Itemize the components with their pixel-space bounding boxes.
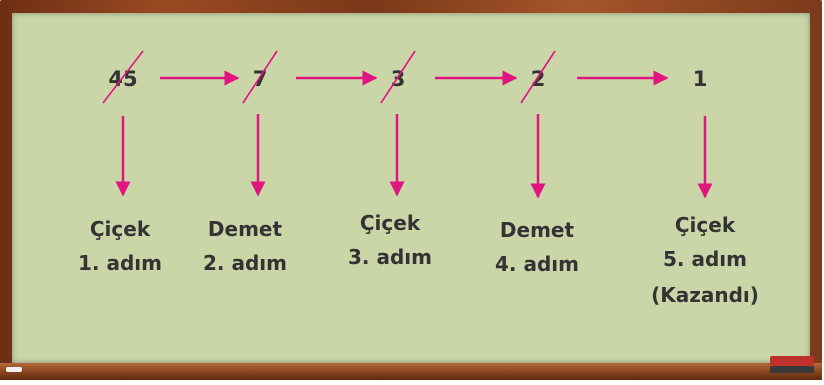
number-step-1: 45 (108, 67, 137, 91)
number-step-3: 3 (391, 67, 406, 91)
label-name-1: Çiçek (90, 217, 151, 241)
strike-step-4 (520, 50, 556, 104)
label-name-4: Demet (500, 218, 575, 242)
number-step-5: 1 (693, 67, 708, 91)
strike-step-3 (380, 50, 416, 104)
label-note-5: (Kazandı) (651, 283, 759, 307)
label-name-5: Çiçek (675, 213, 736, 237)
chalkboard (12, 13, 810, 363)
label-name-3: Çiçek (360, 211, 421, 235)
label-step-4: 4. adım (495, 252, 579, 276)
label-step-1: 1. adım (78, 251, 162, 275)
label-name-2: Demet (208, 217, 283, 241)
number-step-2: 7 (253, 67, 268, 91)
chalk-icon (6, 367, 22, 372)
strike-step-2 (242, 50, 278, 104)
chalk-ledge (0, 363, 822, 380)
label-step-5: 5. adım (663, 247, 747, 271)
strike-step-1 (102, 50, 144, 104)
eraser-base (770, 366, 814, 373)
label-step-3: 3. adım (348, 245, 432, 269)
label-step-2: 2. adım (203, 251, 287, 275)
number-step-4: 2 (531, 67, 546, 91)
eraser-icon (770, 356, 814, 366)
